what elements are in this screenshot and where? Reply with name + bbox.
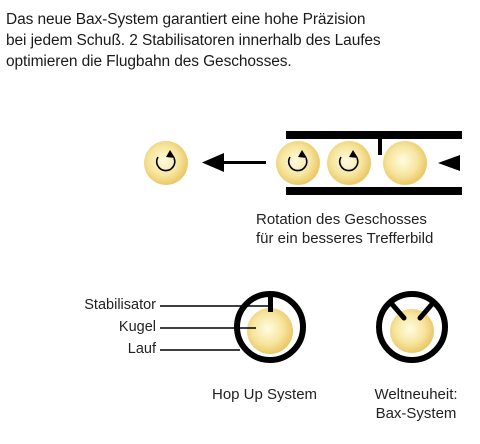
bax-caption-line-1: Weltneuheit: <box>374 386 458 403</box>
bax-caption: Weltneuheit: Bax-System <box>366 385 466 423</box>
label-stabilisator: Stabilisator <box>84 297 156 313</box>
ball-in-barrel-3 <box>383 141 427 185</box>
hop-up-stabilizer <box>268 294 273 312</box>
intro-text: Das neue Bax-System garantiert eine hohe… <box>6 9 476 72</box>
hop-up-ball <box>247 308 293 354</box>
bax-stabilizer-right <box>417 300 436 321</box>
barrel-stabilizer <box>378 139 382 155</box>
rotation-arrow-icon <box>287 150 308 172</box>
bax-cross-section <box>376 291 448 363</box>
rotation-caption: Rotation des Geschosses für ein besseres… <box>256 210 433 248</box>
intro-line-1: Das neue Bax-System garantiert eine hohe… <box>6 11 366 28</box>
left-arrow-icon <box>202 153 266 172</box>
barrel-top-wall <box>286 131 462 139</box>
intro-line-2: bei jedem Schuß. 2 Stabilisatoren innerh… <box>6 32 381 49</box>
hop-up-cross-section <box>234 291 306 363</box>
hop-up-caption: Hop Up System <box>212 386 318 403</box>
rotation-arrow-icon <box>155 150 176 172</box>
label-lauf: Lauf <box>127 341 156 357</box>
rotation-arrow-icon <box>338 150 359 172</box>
rotation-caption-line-2: für ein besseres Trefferbild <box>256 230 434 247</box>
barrel-tip-triangle-icon <box>438 155 460 171</box>
barrel-bottom-wall <box>286 187 462 195</box>
ball-outside-rotating <box>144 141 188 185</box>
label-kugel: Kugel <box>118 319 156 335</box>
bax-ball <box>390 309 434 353</box>
bax-caption-line-2: Bax-System <box>375 405 457 422</box>
ball-in-barrel-1 <box>276 141 320 185</box>
intro-line-3: optimieren die Flugbahn des Geschosses. <box>6 53 292 70</box>
bax-stabilizer-left <box>388 300 407 321</box>
ball-in-barrel-2 <box>327 141 371 185</box>
rotation-caption-line-1: Rotation des Geschosses <box>256 211 427 228</box>
